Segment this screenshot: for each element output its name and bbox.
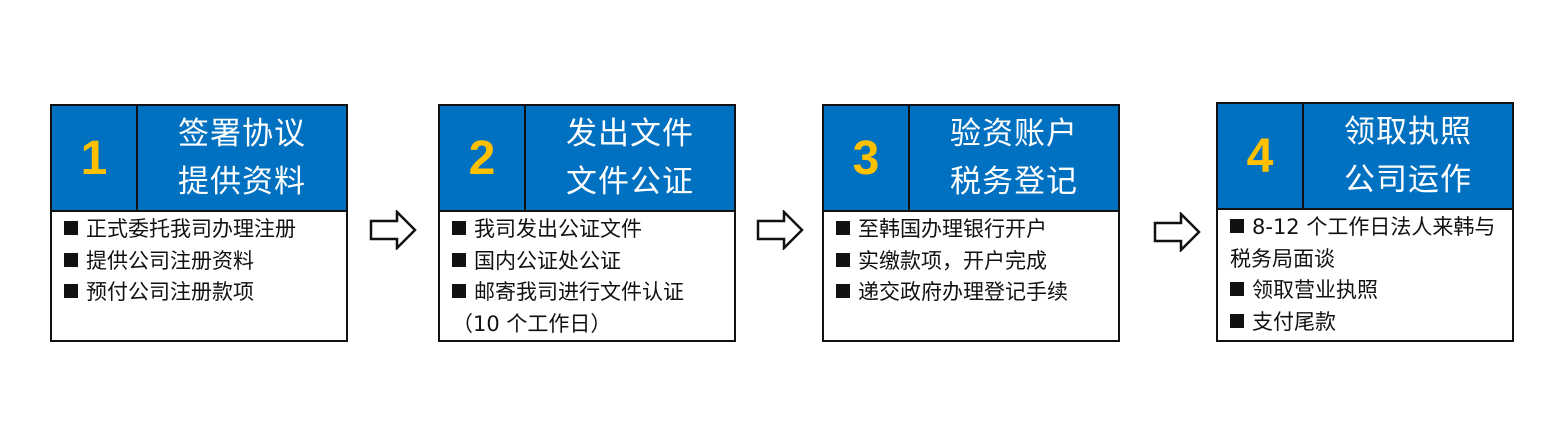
step-header: 3 验资账户 税务登记 bbox=[824, 106, 1118, 212]
bullet-text: 支付尾款 bbox=[1252, 309, 1336, 334]
bullet-item: 预付公司注册款项 bbox=[64, 277, 338, 309]
bullet-text: 国内公证处公证 bbox=[474, 248, 621, 273]
square-bullet-icon bbox=[452, 284, 466, 298]
square-bullet-icon bbox=[452, 252, 466, 267]
step-number: 2 bbox=[440, 106, 526, 210]
bullet-text: 正式委托我司办理注册 bbox=[86, 217, 296, 241]
step-title: 发出文件 文件公证 bbox=[526, 106, 734, 210]
hollow-right-arrow-icon bbox=[1153, 212, 1201, 252]
bullet-text: 领取营业执照 bbox=[1252, 278, 1378, 302]
bullet-item: 递交政府办理登记手续 bbox=[836, 277, 1110, 309]
bullet-item: 邮寄我司进行文件认证（10 个工作日） bbox=[452, 277, 726, 340]
bullet-item: 提供公司注册资料 bbox=[64, 246, 338, 278]
bullet-text: 8-12 个工作日法人来韩与税务局面谈 bbox=[1230, 215, 1496, 271]
bullet-text: 提供公司注册资料 bbox=[86, 248, 254, 273]
step-title: 领取执照 公司运作 bbox=[1304, 104, 1512, 208]
bullet-item: 正式委托我司办理注册 bbox=[64, 214, 338, 246]
step-title: 验资账户 税务登记 bbox=[910, 106, 1118, 210]
step-number: 4 bbox=[1218, 104, 1304, 208]
step-header: 4 领取执照 公司运作 bbox=[1218, 104, 1512, 210]
square-bullet-icon bbox=[1230, 219, 1244, 233]
step-title-line-2: 提供资料 bbox=[178, 164, 306, 200]
step-title-line-2: 文件公证 bbox=[566, 164, 694, 200]
step-card-1: 1 签署协议 提供资料 正式委托我司办理注册 提供公司注册资料 预付公司注册款项 bbox=[50, 104, 348, 342]
step-number: 1 bbox=[52, 106, 138, 210]
step-body: 正式委托我司办理注册 提供公司注册资料 预付公司注册款项 bbox=[52, 212, 346, 309]
bullet-item: 我司发出公证文件 bbox=[452, 214, 726, 246]
bullet-item: 领取营业执照 bbox=[1230, 275, 1504, 307]
bullet-text: 我司发出公证文件 bbox=[474, 217, 642, 241]
square-bullet-icon bbox=[1230, 313, 1244, 328]
step-body: 我司发出公证文件 国内公证处公证 邮寄我司进行文件认证（10 个工作日） bbox=[440, 212, 734, 340]
bullet-text: 预付公司注册款项 bbox=[86, 280, 254, 304]
step-card-2: 2 发出文件 文件公证 我司发出公证文件 国内公证处公证 邮寄我司进行文件认证（… bbox=[438, 104, 736, 342]
bullet-text: 邮寄我司进行文件认证（10 个工作日） bbox=[452, 280, 684, 336]
step-body: 8-12 个工作日法人来韩与税务局面谈 领取营业执照 支付尾款 bbox=[1218, 210, 1512, 338]
step-title-line-1: 验资账户 bbox=[950, 116, 1078, 152]
step-header: 1 签署协议 提供资料 bbox=[52, 106, 346, 212]
bullet-item: 国内公证处公证 bbox=[452, 246, 726, 278]
step-title-line-2: 公司运作 bbox=[1344, 162, 1472, 198]
bullet-text: 至韩国办理银行开户 bbox=[858, 217, 1047, 241]
bullet-item: 支付尾款 bbox=[1230, 307, 1504, 339]
step-title-line-1: 签署协议 bbox=[178, 116, 306, 152]
square-bullet-icon bbox=[64, 284, 78, 298]
hollow-right-arrow-icon bbox=[756, 210, 804, 250]
bullet-item: 至韩国办理银行开户 bbox=[836, 214, 1110, 246]
step-card-3: 3 验资账户 税务登记 至韩国办理银行开户 实缴款项，开户完成 递交政府办理登记… bbox=[822, 104, 1120, 342]
bullet-item: 实缴款项，开户完成 bbox=[836, 246, 1110, 278]
step-title-line-1: 领取执照 bbox=[1344, 114, 1472, 150]
step-title-line-2: 税务登记 bbox=[950, 164, 1078, 200]
step-title-line-1: 发出文件 bbox=[566, 116, 694, 152]
step-number: 3 bbox=[824, 106, 910, 210]
square-bullet-icon bbox=[836, 252, 850, 267]
bullet-text: 实缴款项，开户完成 bbox=[858, 248, 1047, 273]
step-card-4: 4 领取执照 公司运作 8-12 个工作日法人来韩与税务局面谈 领取营业执照 支… bbox=[1216, 102, 1514, 342]
square-bullet-icon bbox=[452, 221, 466, 235]
step-header: 2 发出文件 文件公证 bbox=[440, 106, 734, 212]
square-bullet-icon bbox=[64, 252, 78, 267]
square-bullet-icon bbox=[836, 284, 850, 298]
step-body: 至韩国办理银行开户 实缴款项，开户完成 递交政府办理登记手续 bbox=[824, 212, 1118, 309]
bullet-item: 8-12 个工作日法人来韩与税务局面谈 bbox=[1230, 212, 1504, 275]
step-title: 签署协议 提供资料 bbox=[138, 106, 346, 210]
hollow-right-arrow-icon bbox=[369, 210, 417, 250]
square-bullet-icon bbox=[1230, 282, 1244, 296]
square-bullet-icon bbox=[836, 221, 850, 235]
square-bullet-icon bbox=[64, 221, 78, 235]
bullet-text: 递交政府办理登记手续 bbox=[858, 280, 1068, 304]
